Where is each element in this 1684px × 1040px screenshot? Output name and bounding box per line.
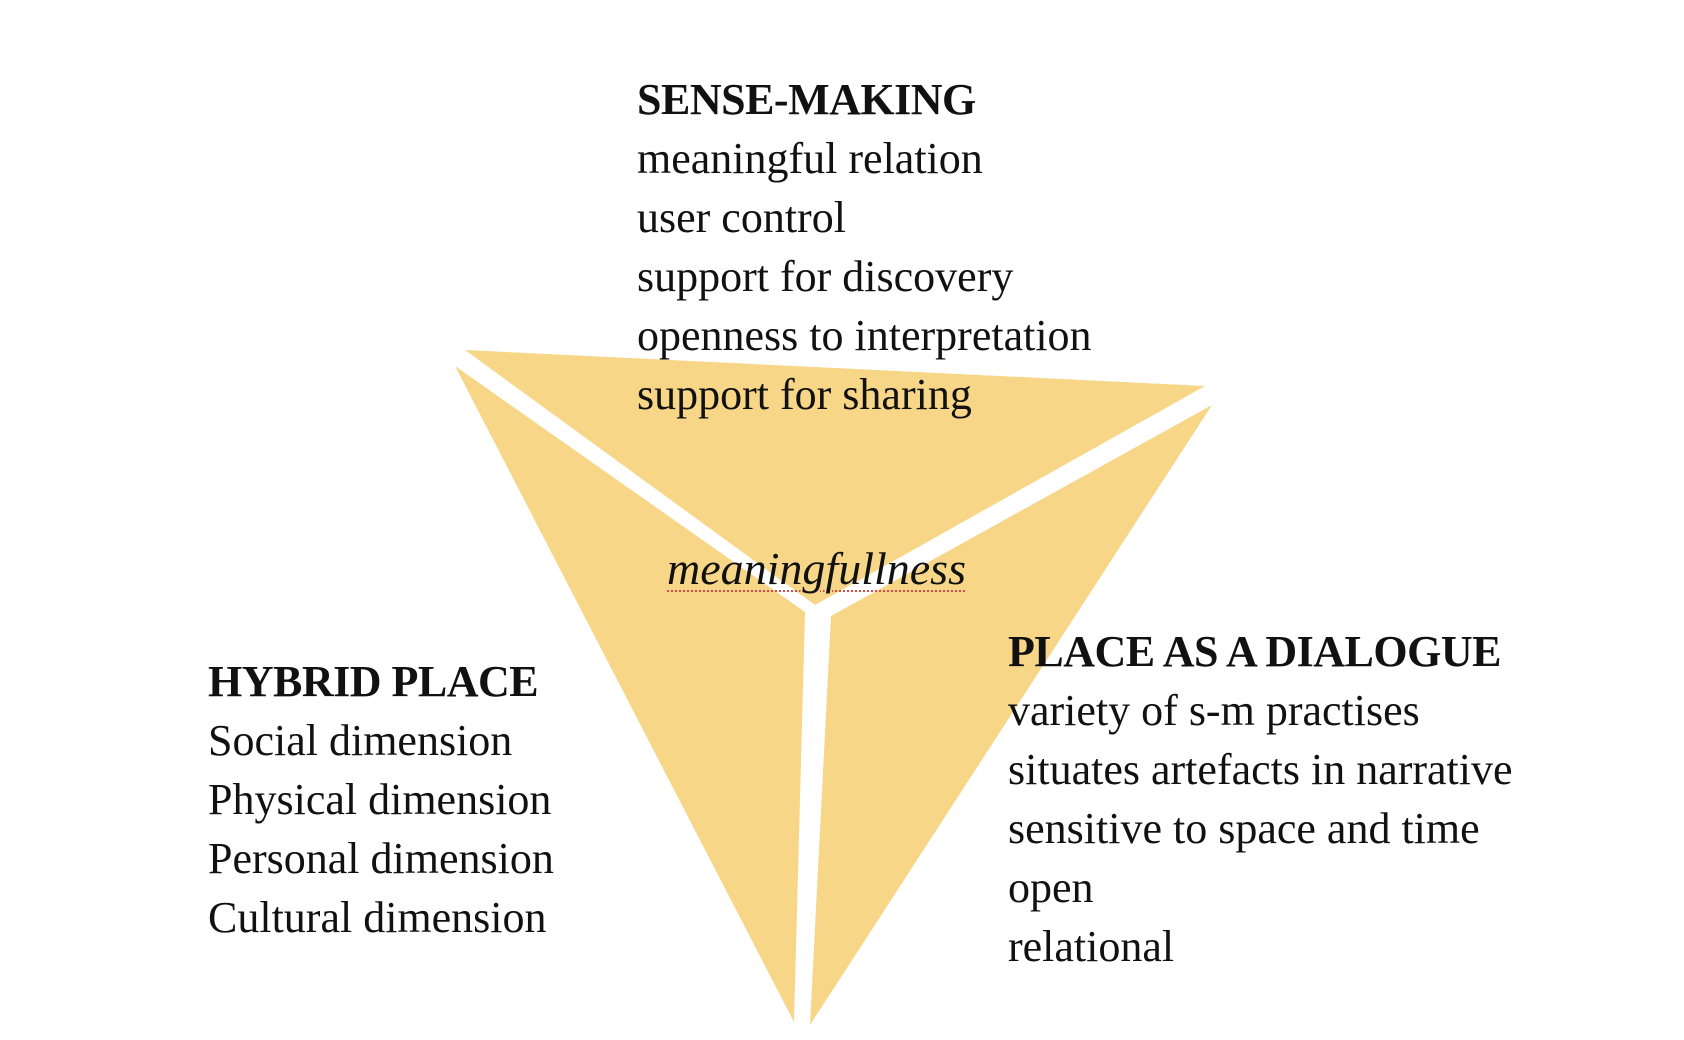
hybrid-place-item: Cultural dimension — [208, 893, 547, 942]
hybrid-place-segment — [455, 366, 805, 1022]
place-as-dialogue-item: situates artefacts in narrative — [1008, 745, 1513, 794]
hybrid-place-block: HYBRID PLACE Social dimension Physical d… — [208, 652, 554, 947]
sense-making-item: support for sharing — [637, 370, 972, 419]
sense-making-heading: SENSE-MAKING — [637, 75, 976, 124]
sense-making-item: support for discovery — [637, 252, 1014, 301]
sense-making-segment — [465, 350, 1205, 605]
hybrid-place-item: Personal dimension — [208, 834, 554, 883]
place-as-dialogue-item: variety of s-m practises — [1008, 686, 1420, 735]
hybrid-place-item: Social dimension — [208, 716, 513, 765]
place-as-dialogue-item: sensitive to space and time — [1008, 804, 1480, 853]
sense-making-item: user control — [637, 193, 846, 242]
place-as-dialogue-heading: PLACE AS A DIALOGUE — [1008, 627, 1501, 676]
hybrid-place-item: Physical dimension — [208, 775, 552, 824]
place-as-dialogue-item: open — [1008, 863, 1094, 912]
sense-making-block: SENSE-MAKING meaningful relation user co… — [637, 70, 1092, 424]
place-as-dialogue-block: PLACE AS A DIALOGUE variety of s-m pract… — [1008, 622, 1513, 976]
place-as-dialogue-segment — [810, 405, 1212, 1025]
sense-making-item: meaningful relation — [637, 134, 983, 183]
sense-making-item: openness to interpretation — [637, 311, 1092, 360]
hybrid-place-heading: HYBRID PLACE — [208, 657, 539, 706]
center-label: meaningfullness — [667, 543, 966, 594]
place-as-dialogue-item: relational — [1008, 922, 1175, 971]
